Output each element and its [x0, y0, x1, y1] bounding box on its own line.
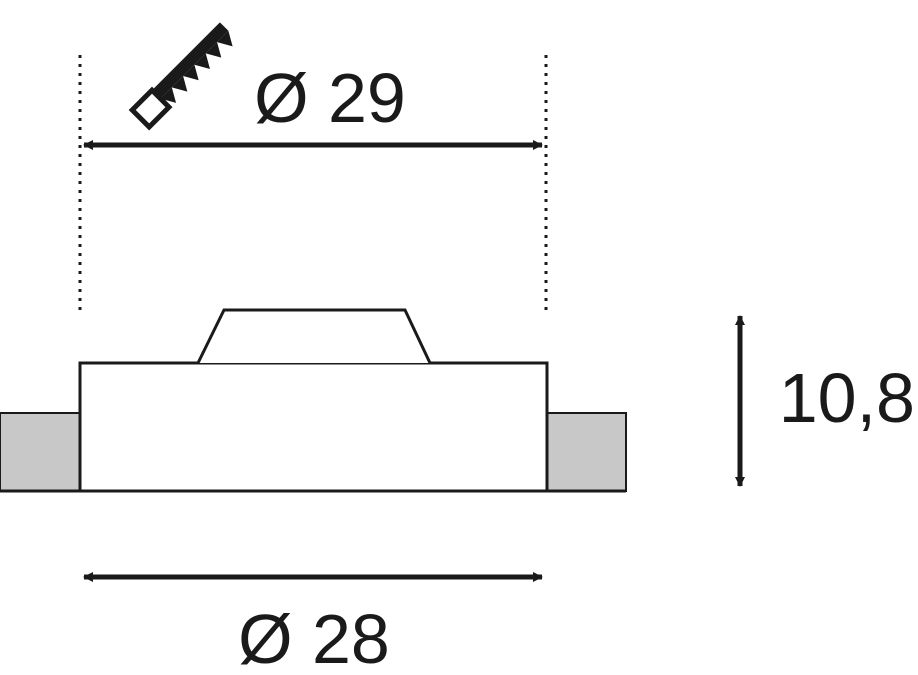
ceiling-right [546, 412, 627, 492]
fixture-top [196, 308, 432, 364]
cutout-diameter-label: Ø 29 [254, 59, 406, 137]
fixture-body [78, 361, 549, 493]
saw-icon [128, 22, 233, 131]
ceiling-left [0, 412, 81, 492]
outer-diameter-label: Ø 28 [238, 600, 390, 675]
height-label: 10,8 [779, 359, 915, 437]
